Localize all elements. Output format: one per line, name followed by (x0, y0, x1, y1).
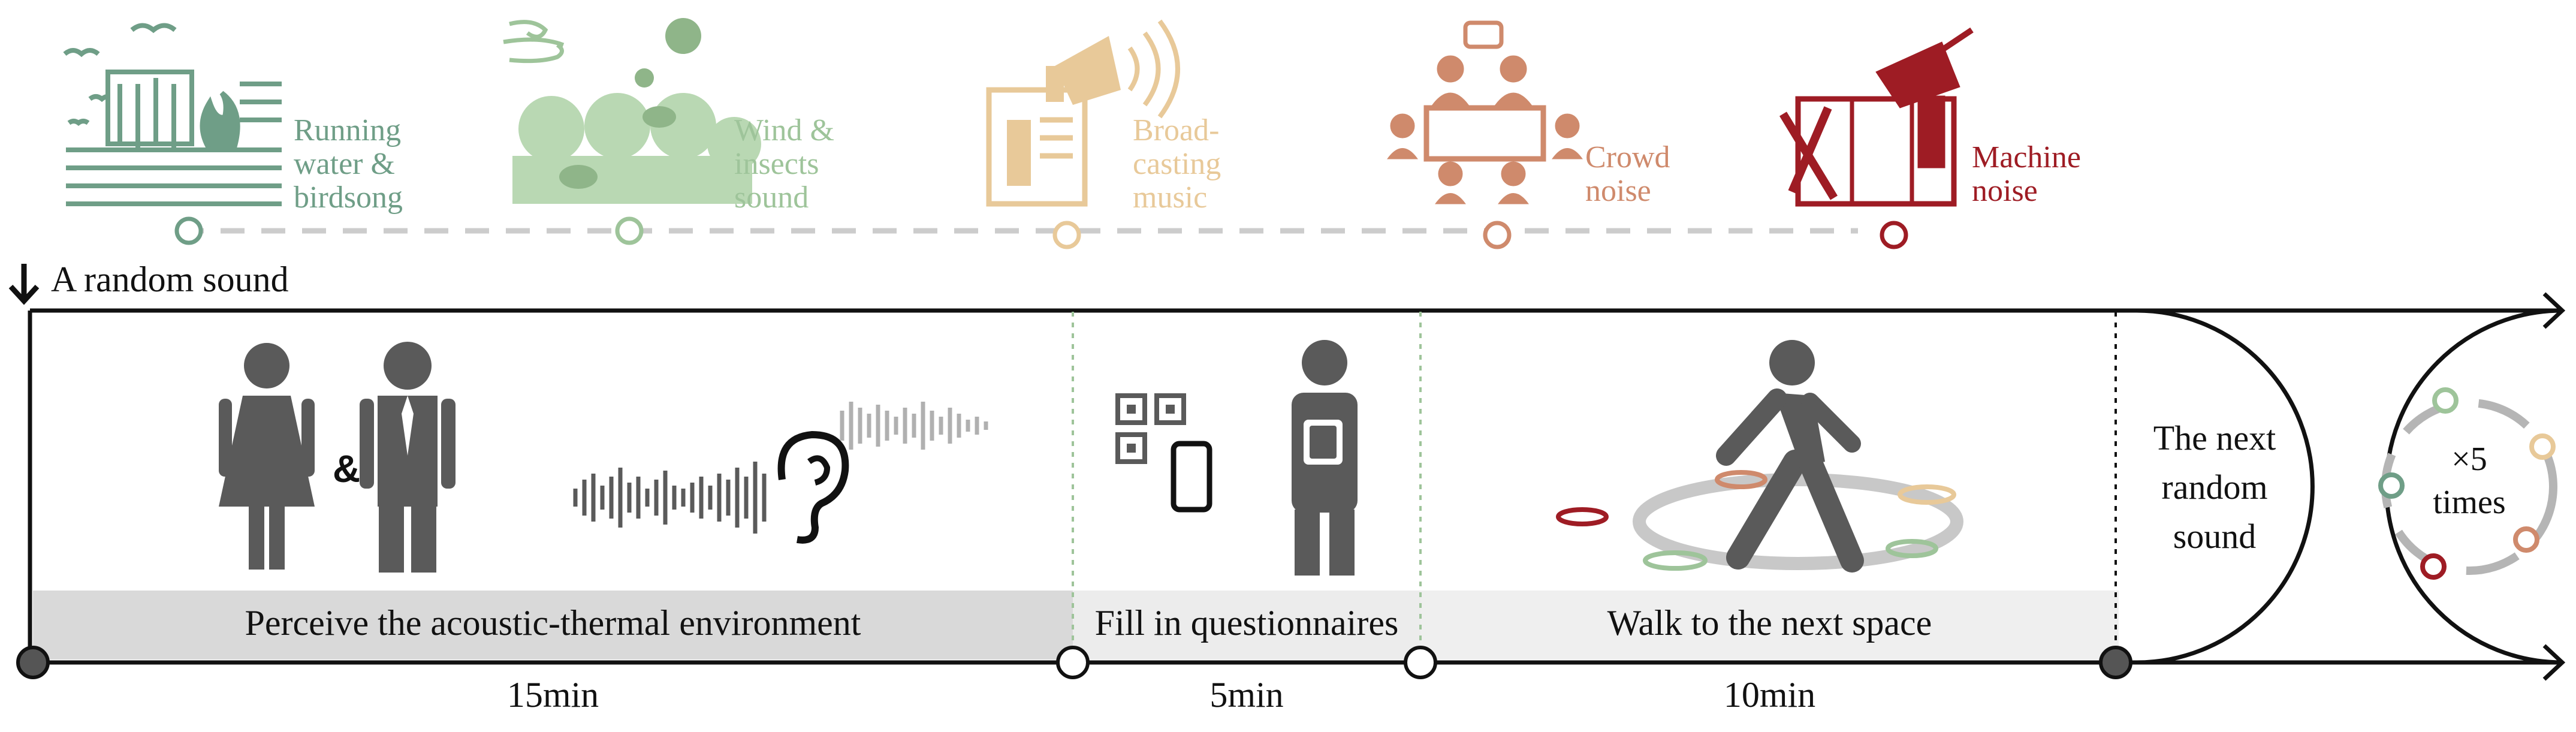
sound-wave-icon (573, 462, 767, 534)
phase-band-perceive (33, 591, 1073, 659)
waterfall-birds-icon (63, 23, 282, 206)
down-arrow-icon (8, 264, 40, 305)
walking-person-icon (1716, 340, 1864, 573)
drill-tools-icon (1779, 27, 1974, 207)
next-sound-label: The next random sound (2153, 418, 2276, 556)
sound-label-machine: Machine noise (1972, 140, 2081, 208)
repeat-times-label: ×5 times (2433, 441, 2506, 521)
sound-marker-wind-insects (615, 216, 644, 245)
ampersand-label: & (333, 447, 361, 490)
sound-marker-crowd (1483, 221, 1512, 249)
start-label: A random sound (51, 260, 289, 299)
phase-band-questionnaire (1073, 591, 1420, 659)
phone-icon (1171, 441, 1212, 513)
repeat-cycle-icon (2378, 387, 2557, 580)
sound-marker-machine (1880, 221, 1908, 249)
sound-label-wind-insects: Wind & insects sound (734, 113, 834, 215)
duration-questionnaire: 5min (1209, 675, 1284, 715)
timeline-node-3 (1404, 646, 1437, 679)
sound-label-crowd: Crowd noise (1585, 140, 1670, 208)
sound-marker-running-water (174, 216, 203, 245)
loop-curve (2136, 308, 2315, 665)
man-icon (360, 342, 456, 573)
ear-icon (777, 430, 849, 544)
timeline-node-end (2099, 646, 2132, 679)
woman-icon (219, 343, 315, 570)
phase-label-walk: Walk to the next space (1607, 603, 1932, 643)
sound-label-running-water: Running water & birdsong (294, 113, 403, 215)
phase-label-perceive: Perceive the acoustic-thermal environmen… (245, 603, 861, 643)
phase-band-walk (1420, 591, 2119, 659)
timeline-node-2 (1056, 646, 1090, 679)
sound-marker-broadcasting (1052, 221, 1081, 249)
broadcast-speaker-icon (986, 19, 1180, 207)
person-tablet-icon (1292, 340, 1358, 576)
qr-code-icon (1115, 393, 1186, 464)
sound-label-broadcasting: Broad- casting music (1133, 113, 1221, 215)
duration-walk: 10min (1723, 675, 1816, 715)
duration-perceive: 15min (506, 675, 599, 715)
crowd-table-icon (1387, 20, 1583, 204)
sound-wave-light-icon (840, 402, 988, 450)
phase-label-questionnaire: Fill in questionnaires (1094, 603, 1399, 643)
wind-insects-icon (503, 18, 761, 204)
timeline-node-start (16, 646, 50, 679)
